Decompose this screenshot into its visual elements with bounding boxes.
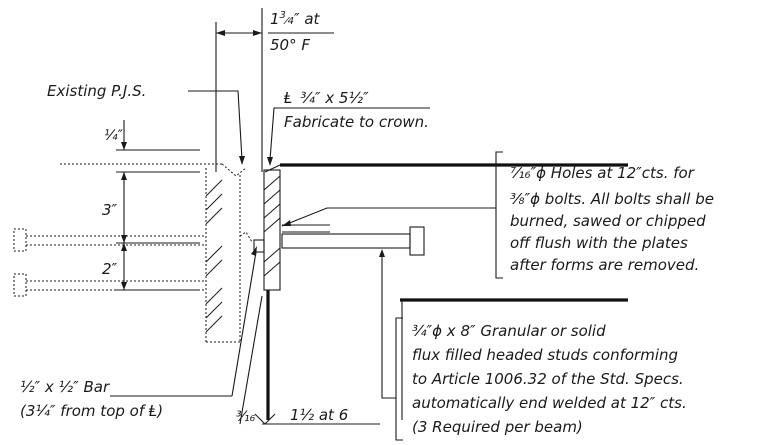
dim-quarter: ¼″: [104, 128, 124, 144]
bar-note-line2: (3¼″ from top of Ⱡ): [20, 402, 163, 420]
studs-note-line-2: flux filled headed studs conforming: [412, 346, 678, 364]
plate-note-leader: [269, 107, 282, 161]
new-plate-assembly: [253, 163, 628, 420]
holes-note-line-5: after forms are removed.: [510, 256, 699, 274]
studs-note-line-1: ¾″ϕ x 8″ Granular or solid: [412, 322, 606, 340]
gap-note-line1: 13⁄4″ at: [270, 10, 321, 28]
existing-structure: [13, 163, 253, 343]
gap-note-line2: 50° F: [270, 36, 310, 54]
plate-note-line2: Fabricate to crown.: [284, 113, 429, 131]
weld-size: ³⁄₁₆: [236, 409, 256, 425]
holes-note-line-3: burned, sawed or chipped: [510, 212, 706, 230]
studs-note-leader: [381, 254, 396, 399]
holes-note-leader: [281, 207, 496, 227]
bar-note-leader: [231, 251, 257, 397]
weld-symbol: [239, 295, 380, 425]
holes-note-line-1: ⁷⁄₁₆″ϕ Holes at 12″cts. for: [510, 164, 695, 182]
existing-pjs-label: Existing P.J.S.: [47, 82, 146, 100]
existing-pjs-leader: [188, 90, 243, 161]
studs-note-line-5: (3 Required per beam): [412, 418, 583, 436]
studs-note-bracket: [395, 317, 403, 441]
holes-note-line-4: off flush with the plates: [510, 234, 688, 252]
studs-note-line-3: to Article 1006.32 of the Std. Specs.: [412, 370, 684, 388]
holes-note-line-2: ³⁄₈″ϕ bolts. All bolts shall be: [510, 190, 714, 208]
weld-text: 1½ at 6: [290, 406, 348, 424]
holes-note: ⁷⁄₁₆″ϕ Holes at 12″cts. for ³⁄₈″ϕ bolts.…: [510, 164, 714, 274]
holes-note-bracket: [495, 151, 503, 279]
vertical-dimensions: [116, 120, 200, 291]
bar-note-line1: ½″ x ½″ Bar: [20, 378, 110, 396]
studs-note: ¾″ϕ x 8″ Granular or solid flux filled h…: [412, 322, 687, 436]
gap-dimension: [215, 8, 334, 172]
dim-two: 2″: [102, 260, 118, 278]
studs-note-line-4: automatically end welded at 12″ cts.: [412, 394, 687, 412]
dim-three: 3″: [102, 201, 118, 219]
